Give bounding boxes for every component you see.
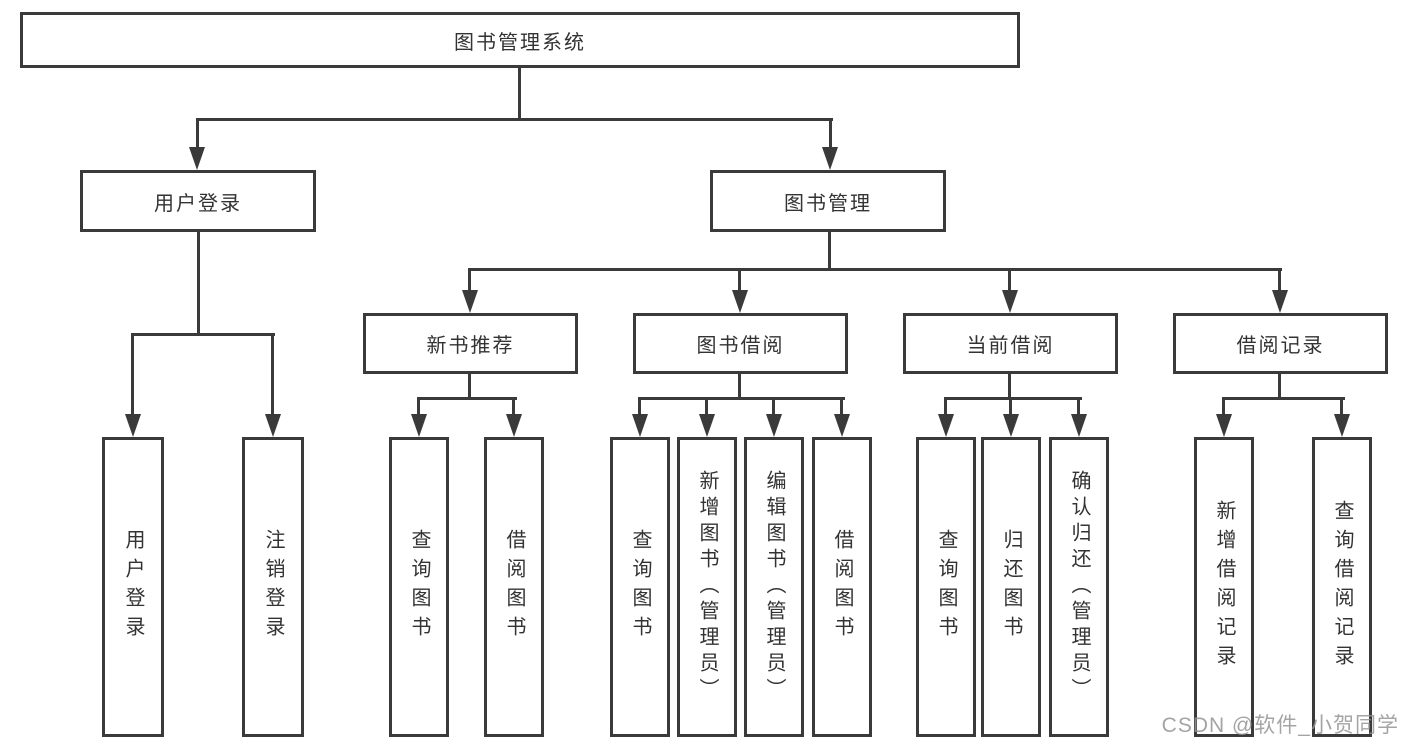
watermark: CSDN @软件_小贺同学 (1161, 714, 1399, 737)
node-leaf-bb-query-book: 查询图书 (610, 437, 670, 737)
connector-line (828, 230, 831, 271)
connector-line (131, 333, 275, 336)
arrowhead-icon (506, 414, 522, 437)
node-root-label: 图书管理系统 (454, 31, 586, 54)
arrowhead-icon (732, 290, 748, 313)
connector-line (196, 118, 199, 150)
node-leaf-bb-borrow-book: 借阅图书 (812, 437, 872, 737)
arrowhead-icon (699, 414, 715, 437)
arrowhead-icon (265, 414, 281, 437)
connector-line (417, 397, 517, 400)
arrowhead-icon (834, 414, 850, 437)
connector-line (840, 397, 843, 417)
node-leaf-bb-query-book-label: 查询图书 (629, 529, 651, 645)
arrowhead-icon (462, 290, 478, 313)
node-book-borrow-label: 图书借阅 (696, 335, 785, 357)
node-leaf-nb-query-book: 查询图书 (389, 437, 449, 737)
connector-line (468, 372, 471, 400)
connector-line (417, 397, 420, 417)
node-leaf-br-query-record-label: 查询借阅记录 (1331, 500, 1353, 674)
node-leaf-user-login: 用户登录 (102, 437, 164, 737)
node-leaf-cb-query-book: 查询图书 (916, 437, 976, 737)
node-root: 图书管理系统 (20, 12, 1020, 68)
node-leaf-bb-edit-book-label: 编辑图书（管理员） (763, 470, 785, 704)
connector-line (468, 268, 471, 292)
connector-line (197, 230, 200, 336)
connector-line (1222, 397, 1225, 417)
connector-line (1278, 268, 1281, 292)
connector-line (1008, 372, 1011, 400)
node-borrow-record: 借阅记录 (1173, 313, 1388, 374)
node-current-borrow-label: 当前借阅 (966, 335, 1055, 357)
node-leaf-cb-confirm-return: 确认归还（管理员） (1049, 437, 1109, 737)
node-leaf-bb-add-book: 新增图书（管理员） (677, 437, 737, 737)
arrowhead-icon (938, 414, 954, 437)
node-current-borrow: 当前借阅 (903, 313, 1118, 374)
connector-line (705, 397, 708, 417)
arrowhead-icon (125, 414, 141, 437)
node-borrow-record-label: 借阅记录 (1236, 335, 1325, 357)
node-leaf-bb-add-book-label: 新增图书（管理员） (696, 470, 718, 704)
connector-line (131, 333, 134, 417)
node-new-book-rec: 新书推荐 (363, 313, 578, 374)
connector-line (1077, 397, 1080, 417)
connector-line (1009, 397, 1012, 417)
connector-line (944, 397, 947, 417)
connector-line (271, 333, 274, 417)
arrowhead-icon (1216, 414, 1232, 437)
node-leaf-br-add-record: 新增借阅记录 (1194, 437, 1254, 737)
arrowhead-icon (822, 147, 838, 170)
connector-line (1222, 397, 1345, 400)
connector-line (468, 268, 1282, 271)
node-leaf-br-query-record: 查询借阅记录 (1312, 437, 1372, 737)
connector-line (944, 397, 1082, 400)
node-leaf-nb-borrow-book: 借阅图书 (484, 437, 544, 737)
node-book-borrow: 图书借阅 (633, 313, 848, 374)
arrowhead-icon (1334, 414, 1350, 437)
node-leaf-bb-borrow-book-label: 借阅图书 (831, 529, 853, 645)
node-leaf-cb-confirm-return-label: 确认归还（管理员） (1068, 470, 1090, 704)
arrowhead-icon (766, 414, 782, 437)
arrowhead-icon (1003, 414, 1019, 437)
node-book-mgmt: 图书管理 (710, 170, 946, 232)
arrowhead-icon (632, 414, 648, 437)
node-leaf-user-login-label: 用户登录 (122, 529, 144, 645)
node-leaf-logout: 注销登录 (242, 437, 304, 737)
node-user-login-label: 用户登录 (154, 192, 242, 215)
arrowhead-icon (189, 147, 205, 170)
connector-line (1278, 372, 1281, 400)
node-leaf-cb-return-book-label: 归还图书 (1000, 529, 1022, 645)
node-leaf-cb-query-book-label: 查询图书 (935, 529, 957, 645)
connector-line (638, 397, 641, 417)
arrowhead-icon (411, 414, 427, 437)
connector-line (1340, 397, 1343, 417)
connector-line (512, 397, 515, 417)
node-leaf-nb-borrow-book-label: 借阅图书 (503, 529, 525, 645)
node-leaf-nb-query-book-label: 查询图书 (408, 529, 430, 645)
connector-line (772, 397, 775, 417)
arrowhead-icon (1071, 414, 1087, 437)
node-leaf-br-add-record-label: 新增借阅记录 (1213, 500, 1235, 674)
node-leaf-cb-return-book: 归还图书 (981, 437, 1041, 737)
connector-line (829, 118, 832, 150)
node-new-book-rec-label: 新书推荐 (426, 335, 515, 357)
connector-line (196, 118, 833, 121)
arrowhead-icon (1272, 290, 1288, 313)
node-leaf-bb-edit-book: 编辑图书（管理员） (744, 437, 804, 737)
connector-line (518, 66, 521, 121)
connector-line (1008, 268, 1011, 292)
node-book-mgmt-label: 图书管理 (784, 192, 872, 215)
node-user-login: 用户登录 (80, 170, 316, 232)
arrowhead-icon (1002, 290, 1018, 313)
connector-line (738, 372, 741, 400)
connector-line (638, 397, 845, 400)
connector-line (738, 268, 741, 292)
node-leaf-logout-label: 注销登录 (262, 529, 284, 645)
